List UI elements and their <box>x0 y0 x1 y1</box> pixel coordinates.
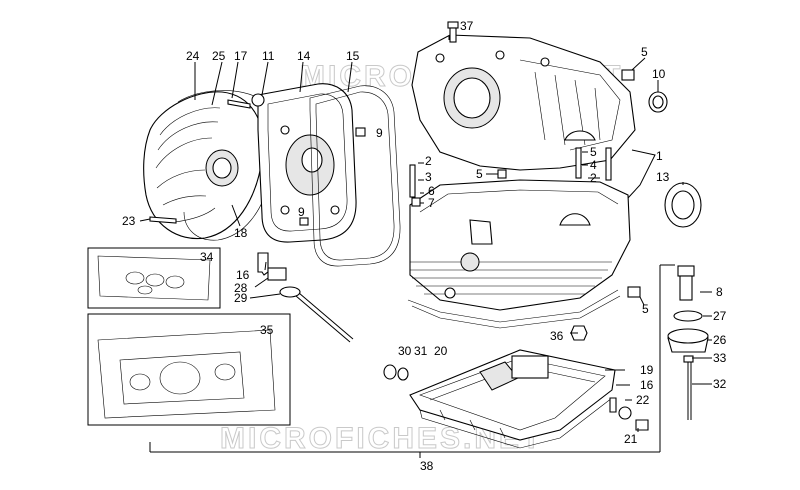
part-bolt-16a <box>257 252 269 276</box>
part-bolt-37 <box>447 21 459 43</box>
callout-2a: 2 <box>425 154 432 168</box>
part-bolt-23 <box>149 216 177 224</box>
callout-14: 14 <box>297 49 311 63</box>
callout-37: 37 <box>460 19 474 33</box>
callout-24: 24 <box>186 49 200 63</box>
callout-13: 13 <box>656 170 670 184</box>
callout-3a: 3 <box>425 170 432 184</box>
part-studs-right <box>575 147 612 181</box>
callout-1: 1 <box>656 149 663 163</box>
part-washer-22 <box>618 406 632 420</box>
part-washer-31 <box>397 367 409 381</box>
callout-25: 25 <box>212 49 226 63</box>
callout-26: 26 <box>713 333 727 347</box>
part-bolt-17 <box>227 99 251 109</box>
callout-21: 21 <box>624 432 638 446</box>
callout-5d: 5 <box>642 302 649 316</box>
callout-27: 27 <box>713 309 727 323</box>
callout-16b: 16 <box>640 378 654 392</box>
part-screw-33-32 <box>683 355 694 420</box>
callout-5a: 5 <box>641 45 648 59</box>
part-studs-left <box>409 164 421 207</box>
part-timing-cover <box>257 83 357 243</box>
part-cover-26 <box>667 328 709 353</box>
callout-11: 11 <box>262 49 275 63</box>
callout-34: 34 <box>200 250 214 264</box>
callout-8: 8 <box>716 285 723 299</box>
part-plug-21 <box>635 419 649 431</box>
part-oil-sump <box>409 349 616 449</box>
part-filter-8 <box>677 265 695 301</box>
callout-labels: 37 5 10 24 25 17 11 14 15 9 2 3 6 7 5 5 … <box>122 19 727 473</box>
part-dowel-9a <box>355 127 366 137</box>
part-oring-27 <box>673 310 703 322</box>
callout-38: 38 <box>420 459 434 473</box>
callout-4: 4 <box>590 158 597 172</box>
callout-23: 23 <box>122 214 136 228</box>
part-upper-crankcase <box>411 34 636 171</box>
callout-31: 31 <box>414 344 428 358</box>
part-seal-10 <box>648 91 668 113</box>
part-oil-seal-13 <box>664 182 702 228</box>
callout-22: 22 <box>636 393 650 407</box>
callout-32: 32 <box>713 377 727 391</box>
callout-20: 20 <box>434 344 448 358</box>
gasket-kit-box-35 <box>87 313 291 426</box>
callout-6: 6 <box>428 184 435 198</box>
callout-2b: 2 <box>590 171 597 185</box>
part-dipstick <box>267 267 354 343</box>
part-bushing-5d <box>627 286 641 298</box>
callout-16a: 16 <box>236 268 250 282</box>
callout-15: 15 <box>346 49 360 63</box>
part-bushing-5a <box>621 69 635 81</box>
callout-18: 18 <box>234 226 248 240</box>
callout-7: 7 <box>428 196 435 210</box>
part-bolt-16b <box>609 397 617 413</box>
callout-19: 19 <box>640 363 654 377</box>
gasket-kit-box-34 <box>87 247 221 309</box>
part-dowel-9b <box>299 217 309 226</box>
callout-35: 35 <box>260 323 274 337</box>
callout-28: 28 <box>234 281 248 295</box>
callout-9b: 9 <box>298 205 305 219</box>
part-gasket-15 <box>309 85 401 267</box>
callout-5b: 5 <box>476 167 483 181</box>
callout-29: 29 <box>234 291 248 305</box>
callout-36: 36 <box>550 329 564 343</box>
part-gasket-20 <box>407 289 619 323</box>
callout-5c: 5 <box>590 145 597 159</box>
part-plug-30 <box>383 364 397 380</box>
callout-17: 17 <box>234 49 248 63</box>
part-clutch-cover <box>143 91 264 240</box>
part-lower-crankcase <box>409 179 631 311</box>
part-bearing-11 <box>251 93 265 107</box>
part-dowel-5b <box>497 169 507 179</box>
callout-33: 33 <box>713 351 727 365</box>
callout-30: 30 <box>398 344 412 358</box>
callout-9a: 9 <box>376 126 383 140</box>
callout-10: 10 <box>652 67 666 81</box>
leader-lines <box>139 36 712 458</box>
